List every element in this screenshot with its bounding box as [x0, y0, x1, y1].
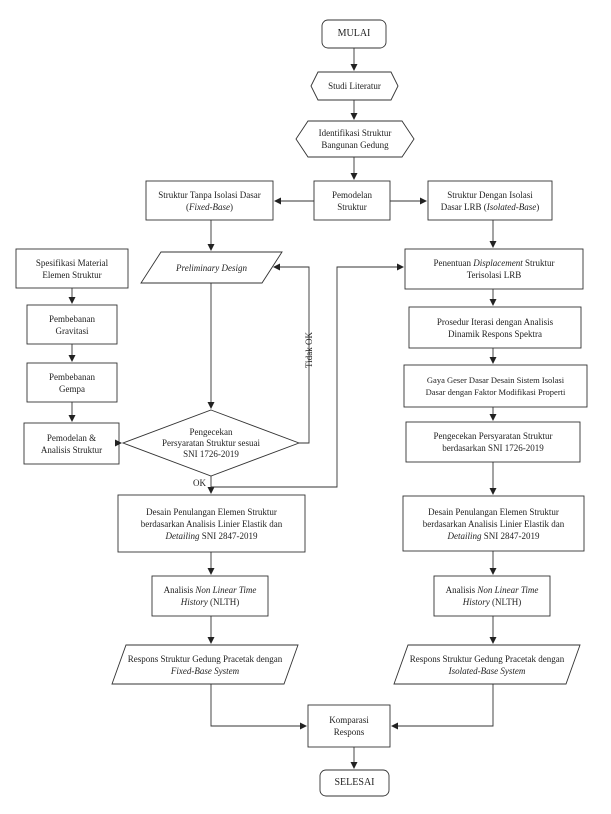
cek-right-label-1: Pengecekan Persyaratan Struktur [433, 431, 553, 441]
respons-iso-label-1: Respons Struktur Gedung Pracetak dengan [409, 653, 565, 664]
desain-right-label-3: Detailing SNI 2847-2019 [447, 530, 540, 541]
nlth-right-label-2: History (NLTH) [462, 597, 522, 607]
pembebanan-gempa-node: Pembebanan Gempa [27, 363, 117, 402]
prosedur-iterasi-node: Prosedur Iterasi dengan Analisis Dinamik… [409, 307, 581, 348]
nlth-left-node: Analisis Non Linear Time History (NLTH) [152, 576, 268, 616]
iso-shape [427, 180, 553, 221]
identifikasi-shape [295, 120, 415, 158]
penentuan-shape [404, 248, 584, 290]
pembebanan-gravitasi-node: Pembebanan Gravitasi [27, 305, 117, 344]
fixed-shape [145, 180, 274, 221]
iso-label-2: Dasar LRB (Isolated-Base) [440, 201, 540, 212]
nlth-right-shape [433, 575, 551, 617]
nlth-left-label-2: History (NLTH) [180, 597, 240, 607]
prosedur-shape [408, 306, 582, 349]
cek-left-label-3: SNI 1726-2019 [183, 448, 239, 459]
pengecekan-left-node: Pengecekan Persyaratan Struktur sesuai S… [140, 421, 282, 465]
fixed-label-1: Struktur Tanpa Isolasi Dasar [158, 189, 261, 200]
nlth-left-shape [151, 575, 269, 617]
gempa-label-2: Gempa [59, 383, 85, 394]
nlth-right-label-1: Analisis Non Linear Time [445, 585, 539, 595]
desain-right-label-1: Desain Penulangan Elemen Struktur [428, 506, 559, 517]
pemodelan-shape [313, 180, 391, 221]
pengecekan-right-node: Pengecekan Persyaratan Struktur berdasar… [406, 422, 580, 462]
desain-left-shape [117, 494, 306, 553]
respons-fixed-node: Respons Struktur Gedung Pracetak dengan … [112, 645, 298, 684]
respons-iso-label-2: Isolated-Base System [448, 665, 526, 676]
tidak-ok-label: Tidak OK [303, 332, 314, 368]
desain-right-label-2: berdasarkan Analisis Linier Elastik dan [422, 518, 565, 529]
penentuan-label-1: Penentuan Displacement Struktur [433, 258, 555, 268]
gaya-label-2: Dasar dengan Faktor Modifikasi Properti [425, 387, 566, 397]
desain-left-label-1: Desain Penulangan Elemen Struktur [146, 506, 277, 517]
studi-literatur-label: Studi Literatur [328, 81, 381, 91]
fixed-label-2: (Fixed-Base) [186, 201, 233, 212]
spesifikasi-label-1: Spesifikasi Material [35, 257, 109, 268]
studi-shape [310, 71, 399, 101]
komparasi-label-1: Komparasi [329, 715, 369, 725]
desain-right-node: Desain Penulangan Elemen Struktur berdas… [403, 496, 584, 551]
gempa-label-1: Pembebanan [49, 371, 95, 382]
pemodelan-analisis-label-2: Analisis Struktur [40, 444, 103, 455]
komparasi-label-2: Respons [333, 727, 365, 737]
komparasi-shape [307, 704, 391, 748]
selesai-shape [319, 769, 390, 797]
respons-fixed-shape [111, 644, 299, 685]
nlth-left-label-1: Analisis Non Linear Time [163, 585, 257, 595]
prosedur-label-2: Dinamik Respons Spektra [448, 328, 542, 339]
prosedur-label-1: Prosedur Iterasi dengan Analisis [436, 316, 554, 327]
pemodelan-label-2: Struktur [337, 201, 367, 212]
desain-left-node: Desain Penulangan Elemen Struktur berdas… [118, 495, 305, 552]
penentuan-displacement-node: Penentuan Displacement Struktur Terisola… [405, 249, 583, 289]
gravitasi-label-2: Gravitasi [55, 325, 89, 336]
penentuan-label-2: Terisolasi LRB [466, 270, 522, 280]
desain-left-label-2: berdasarkan Analisis Linier Elastik dan [140, 518, 283, 529]
studi-literatur-node: Studi Literatur [311, 72, 398, 100]
identifikasi-label-1: Identifikasi Struktur [318, 128, 392, 138]
komparasi-node: Komparasi Respons [308, 705, 390, 747]
fixed-base-node: Struktur Tanpa Isolasi Dasar (Fixed-Base… [146, 181, 273, 220]
spesifikasi-label-2: Elemen Struktur [42, 269, 102, 280]
gaya-geser-node: Gaya Geser Dasar Desain Sistem Isolasi D… [404, 365, 587, 407]
pemodelan-struktur-node: Pemodelan Struktur [314, 181, 390, 220]
mulai-label: MULAI [337, 28, 371, 39]
pemodelan-label-1: Pemodelan [332, 189, 372, 200]
selesai-label: SELESAI [334, 777, 375, 788]
preliminary-shape [140, 251, 283, 284]
gaya-shape [403, 364, 588, 408]
identifikasi-label-2: Bangunan Gedung [321, 140, 389, 150]
iso-label-1: Struktur Dengan Isolasi [447, 189, 533, 200]
preliminary-label: Preliminary Design [176, 262, 247, 273]
preliminary-design-node: Preliminary Design [141, 252, 282, 283]
spesifikasi-node: Spesifikasi Material Elemen Struktur [16, 249, 128, 288]
selesai-node: SELESAI [320, 770, 389, 796]
pemodelan-analisis-node: Pemodelan & Analisis Struktur [24, 423, 119, 464]
mulai-node: MULAI [322, 20, 386, 48]
respons-iso-node: Respons Struktur Gedung Pracetak dengan … [394, 645, 580, 684]
desain-right-shape [402, 495, 585, 552]
respons-iso-shape [393, 644, 581, 685]
identifikasi-node: Identifikasi Struktur Bangunan Gedung [296, 121, 414, 157]
gaya-label-1: Gaya Geser Dasar Desain Sistem Isolasi [426, 375, 565, 385]
pemodelan-analisis-label-1: Pemodelan & [46, 432, 97, 443]
gravitasi-label-1: Pembebanan [49, 313, 95, 324]
respons-fixed-label-1: Respons Struktur Gedung Pracetak dengan [127, 653, 283, 664]
respons-fixed-label-2: Fixed-Base System [170, 665, 240, 676]
isolated-base-node: Struktur Dengan Isolasi Dasar LRB (Isola… [428, 181, 552, 220]
nlth-right-node: Analisis Non Linear Time History (NLTH) [434, 576, 550, 616]
desain-left-label-3: Detailing SNI 2847-2019 [165, 530, 258, 541]
cek-left-label-2: Persyaratan Struktur sesuai [162, 437, 260, 448]
ok-label: OK [193, 478, 206, 488]
cek-left-label-1: Pengecekan [189, 426, 233, 437]
cek-right-label-2: berdasarkan SNI 1726-2019 [442, 443, 544, 453]
